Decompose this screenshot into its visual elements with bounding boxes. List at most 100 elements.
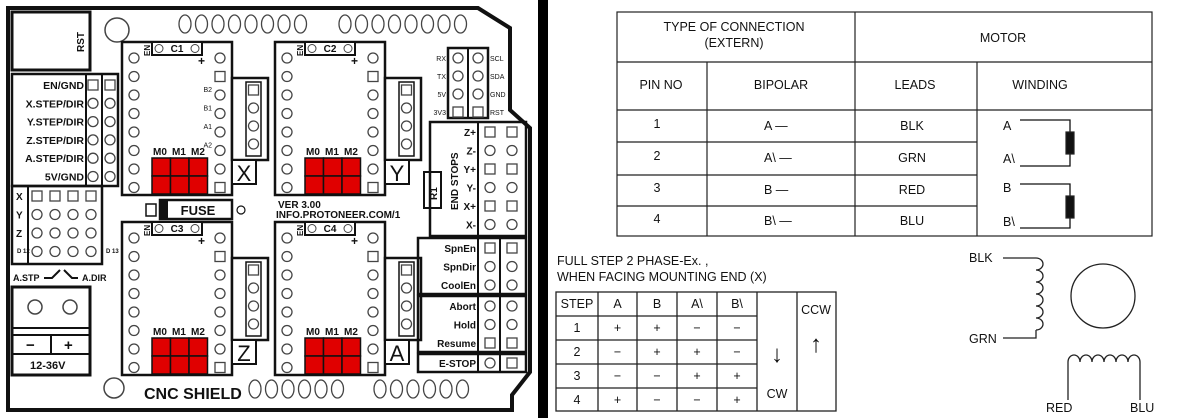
- pin-hole: [128, 181, 140, 194]
- control-label: Resume: [437, 339, 476, 350]
- end-stop-label: X-: [466, 221, 476, 232]
- power-voltage: 12-36V: [30, 360, 66, 372]
- power-terminal: − + 12-36V: [10, 285, 92, 377]
- pin-square: [214, 181, 226, 194]
- pin-hole: [128, 269, 140, 281]
- pin-hole: [452, 88, 464, 100]
- pin-hole: [367, 324, 379, 337]
- pin-hole: [281, 89, 293, 101]
- pin-square: [452, 106, 464, 118]
- pin-hole: [85, 227, 97, 239]
- header-pin: [371, 14, 385, 34]
- pin-hole: [247, 282, 260, 294]
- pin-hole: [214, 89, 226, 101]
- pin-hole: [31, 227, 43, 239]
- lead-grn: GRN: [969, 332, 997, 346]
- pin-hole: [367, 306, 379, 318]
- pin-hole: [128, 163, 140, 175]
- capacitor: [151, 221, 203, 236]
- type-header: TYPE OF CONNECTION: [664, 20, 805, 34]
- pin-hole: [31, 245, 43, 258]
- step-cell: −: [693, 321, 700, 335]
- microstep-jumper: [169, 175, 190, 195]
- cap-pad: [343, 44, 353, 53]
- header-pin: [248, 379, 262, 399]
- pin-hole: [400, 300, 413, 312]
- pin-hole: [128, 107, 140, 120]
- pin-hole: [104, 97, 116, 109]
- motor-header: [398, 261, 415, 337]
- pin-hole: [104, 170, 116, 183]
- pin-hole: [367, 89, 379, 101]
- col-bipolar: BIPOLAR: [754, 78, 808, 92]
- cap-plus: +: [351, 54, 358, 68]
- pin-hole: [247, 102, 260, 114]
- cap-pad: [307, 44, 317, 53]
- header-pin: [297, 379, 312, 399]
- cap-pad: [190, 224, 200, 233]
- axis-letter: A: [390, 341, 405, 366]
- pin-hole: [367, 126, 379, 138]
- axis-box: [231, 159, 257, 185]
- winding-coil-b: [1065, 195, 1075, 219]
- pin-hole: [281, 144, 293, 157]
- pin-hole: [281, 126, 293, 138]
- pin-hole: [506, 279, 518, 291]
- fuse: FUSE: [145, 198, 246, 221]
- image-divider: [538, 0, 548, 418]
- pin-hole: [85, 245, 97, 258]
- header-pin: [194, 14, 209, 34]
- header-pin: [314, 379, 328, 399]
- d13-label: D 13: [106, 249, 119, 255]
- connection-table: [616, 11, 1153, 237]
- pin-hole: [281, 163, 293, 175]
- pin-hole: [104, 134, 116, 146]
- header-pin: [439, 379, 453, 399]
- a-dir-label: A.DIR: [82, 273, 107, 283]
- microstep-jumper: [322, 355, 343, 375]
- pin-hole: [400, 120, 413, 132]
- microstep-jumper: [169, 337, 190, 357]
- pin-hole: [367, 107, 379, 120]
- microstep-label: M0: [153, 327, 167, 338]
- pin-hole: [128, 126, 140, 138]
- microstep-jumper: [341, 175, 362, 195]
- driver-module: [120, 220, 234, 377]
- microstep-label: M1: [172, 327, 186, 338]
- rst-label: RST: [76, 32, 87, 52]
- arduino-headers: [178, 14, 470, 399]
- microstep-jumper: [322, 175, 343, 195]
- pin-hole: [506, 318, 518, 331]
- microstep-label: M2: [344, 147, 358, 158]
- pin-hole: [367, 52, 379, 64]
- pin-square: [506, 337, 518, 349]
- coil-pin-label: B2: [203, 87, 212, 94]
- pin-hole: [506, 144, 518, 157]
- cap-pad: [154, 224, 164, 233]
- microstep-jumper: [169, 355, 190, 375]
- pin-hole: [87, 152, 99, 164]
- capacitor: [151, 41, 203, 56]
- pin-hole: [484, 318, 496, 331]
- pin-hole: [128, 361, 140, 374]
- header-pin: [373, 379, 387, 399]
- microstep-jumper: [188, 355, 209, 375]
- signal-label: 5V/GND: [45, 172, 85, 184]
- cnc-shield-board: RST EN/GNDX.STEP/DIRY.STEP/DIRZ.STEP/DIR…: [6, 6, 532, 412]
- ccw-label: CCW: [801, 303, 831, 317]
- step-header: STEP: [561, 297, 594, 311]
- microstep-label: M0: [306, 327, 320, 338]
- motor-header: [245, 261, 262, 337]
- pin-hole: [214, 343, 226, 355]
- table-border: [555, 291, 837, 412]
- header-pin: [227, 14, 242, 34]
- estop-block: [416, 352, 528, 374]
- fuse-label: FUSE: [181, 203, 216, 218]
- pin-hole: [214, 324, 226, 337]
- capacitor-label: C2: [324, 44, 337, 55]
- cap-pad: [154, 44, 164, 53]
- pin-hole: [87, 134, 99, 146]
- header-pin: [406, 379, 420, 399]
- pin-hole: [128, 306, 140, 318]
- version-label: VER 3.00: [278, 200, 321, 211]
